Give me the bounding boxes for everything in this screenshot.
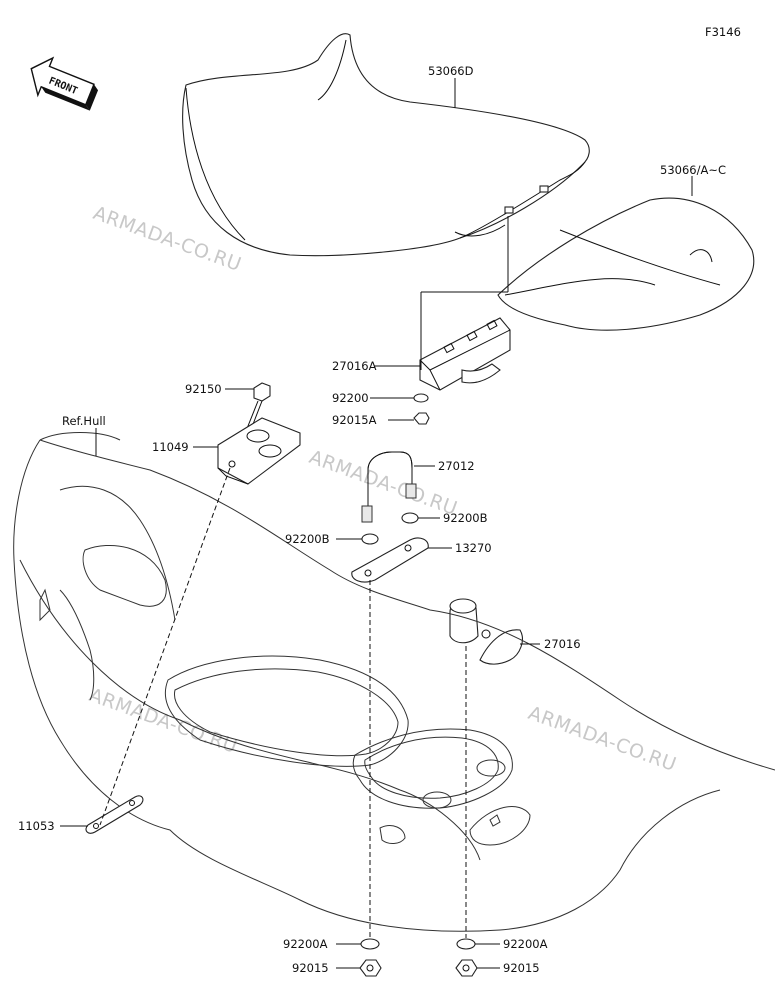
label-92015-left: 92015 xyxy=(292,961,329,975)
u-plate xyxy=(351,537,429,583)
strap xyxy=(85,795,144,834)
latch xyxy=(419,317,511,391)
label-11053: 11053 xyxy=(18,819,55,833)
leader-lines xyxy=(60,78,693,969)
nut-right xyxy=(455,959,478,977)
label-92015a: 92015A xyxy=(332,413,377,427)
hull xyxy=(13,432,775,932)
assembly-lines xyxy=(99,216,509,938)
plate-bracket xyxy=(217,417,301,485)
label-13270: 13270 xyxy=(455,541,492,555)
label-27012: 27012 xyxy=(438,459,475,473)
label-92200: 92200 xyxy=(332,391,369,405)
hook xyxy=(449,598,523,665)
watermark-5: ARMADA-CO.RU xyxy=(525,702,679,776)
bolt xyxy=(245,382,271,433)
label-92200a-right: 92200A xyxy=(503,937,548,951)
seat-cover xyxy=(497,197,755,331)
u-bolt xyxy=(361,451,417,523)
label-11049: 11049 xyxy=(152,440,189,454)
nut-latch xyxy=(413,412,430,425)
watermark-3: ARMADA-CO.RU xyxy=(306,446,460,520)
seat-main xyxy=(182,33,590,257)
label-92200b-left: 92200B xyxy=(285,532,330,546)
label-53066-a-c: 53066/A~C xyxy=(660,163,726,177)
nut-left xyxy=(359,959,382,977)
label-92015-right: 92015 xyxy=(503,961,540,975)
label-92150: 92150 xyxy=(185,382,222,396)
label-27016a: 27016A xyxy=(332,359,377,373)
label-27016: 27016 xyxy=(544,637,581,651)
label-53066d: 53066D xyxy=(428,64,474,78)
figure-code: F3146 xyxy=(705,25,741,39)
washer-b-right xyxy=(401,512,419,524)
washer-a-right xyxy=(456,938,476,950)
washer-b-left xyxy=(361,533,379,545)
watermark-4: ARMADA-CO.RU xyxy=(86,684,240,758)
front-arrow-icon: FRONT xyxy=(30,56,99,111)
label-ref-hull: Ref.Hull xyxy=(62,414,106,428)
label-92200b-right: 92200B xyxy=(443,511,488,525)
washer-a-left xyxy=(360,938,380,950)
part-labels: 53066D 53066/A~C 27016A 92200 92015A 921… xyxy=(18,64,726,975)
washer-latch xyxy=(413,393,429,403)
label-92200a-left: 92200A xyxy=(283,937,328,951)
